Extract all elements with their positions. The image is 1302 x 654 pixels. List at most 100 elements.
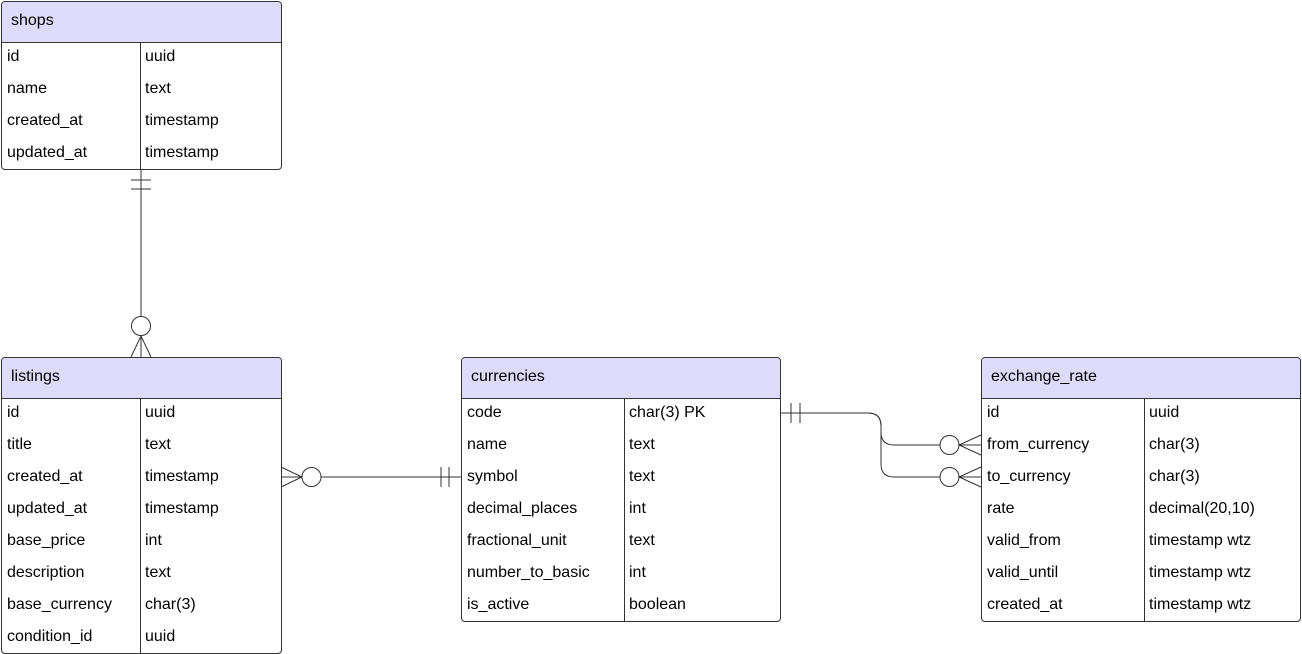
- field-row[interactable]: name text: [2, 75, 281, 107]
- relationship-currencies-listings[interactable]: [280, 466, 461, 488]
- field-name: id: [7, 48, 20, 65]
- field-name: description: [7, 564, 85, 581]
- field-row[interactable]: decimal_places int: [462, 495, 780, 527]
- field-type: text: [629, 532, 655, 549]
- field-type: text: [629, 468, 655, 485]
- entity-shops[interactable]: shops id uuid name text created_at timestam…: [1, 1, 282, 170]
- field-row[interactable]: code char(3) PK: [462, 399, 780, 431]
- field-name: fractional_unit: [467, 532, 567, 549]
- field-name: id: [7, 404, 20, 421]
- field-row[interactable]: created_at timestamp: [2, 463, 281, 495]
- field-name: symbol: [467, 468, 518, 485]
- field-type: text: [145, 436, 171, 453]
- field-row[interactable]: to_currency char(3): [982, 463, 1300, 495]
- field-row[interactable]: id uuid: [2, 399, 281, 431]
- field-name: valid_until: [987, 564, 1059, 581]
- field-row[interactable]: base_price int: [2, 527, 281, 559]
- field-row[interactable]: name text: [462, 431, 780, 463]
- field-name: name: [7, 80, 48, 97]
- relationship-shops-listings[interactable]: [130, 169, 152, 358]
- entity-currencies[interactable]: currencies code char(3) PK name text symbo…: [461, 357, 781, 622]
- field-row[interactable]: base_currency char(3): [2, 591, 281, 623]
- field-type: boolean: [629, 596, 686, 613]
- field-row[interactable]: id uuid: [2, 43, 281, 75]
- field-type: uuid: [145, 628, 176, 645]
- field-name: created_at: [7, 468, 83, 485]
- field-type: uuid: [1149, 404, 1180, 421]
- field-type: int: [145, 532, 162, 549]
- field-type: int: [629, 500, 646, 517]
- field-row[interactable]: created_at timestamp: [2, 107, 281, 139]
- field-type: timestamp: [145, 112, 219, 129]
- field-type: text: [629, 436, 655, 453]
- field-name: base_price: [7, 532, 86, 549]
- field-row[interactable]: from_currency char(3): [982, 431, 1300, 463]
- entity-title: shops: [2, 2, 281, 43]
- field-name: rate: [987, 500, 1015, 517]
- field-row[interactable]: symbol text: [462, 463, 780, 495]
- field-name: id: [987, 404, 1000, 421]
- field-type: text: [145, 564, 171, 581]
- field-name: title: [7, 436, 32, 453]
- field-name: created_at: [987, 596, 1063, 613]
- field-type: timestamp: [145, 144, 219, 161]
- field-type: decimal(20,10): [1149, 500, 1255, 517]
- field-row[interactable]: rate decimal(20,10): [982, 495, 1300, 527]
- field-name: condition_id: [7, 628, 93, 645]
- field-type: timestamp: [145, 500, 219, 517]
- zero-circle-icon: [939, 467, 960, 487]
- field-row[interactable]: fractional_unit text: [462, 527, 780, 559]
- entity-exchange-rate[interactable]: exchange_rate id uuid from_currency char(3…: [981, 357, 1301, 622]
- field-row[interactable]: valid_from timestamp wtz: [982, 527, 1300, 559]
- field-name: name: [467, 436, 508, 453]
- field-name: updated_at: [7, 500, 88, 517]
- field-type: timestamp: [145, 468, 219, 485]
- field-type: char(3): [1149, 436, 1200, 453]
- field-name: base_currency: [7, 596, 112, 613]
- field-row[interactable]: updated_at timestamp: [2, 495, 281, 527]
- field-name: decimal_places: [467, 500, 578, 517]
- field-row[interactable]: id uuid: [982, 399, 1300, 431]
- field-name: code: [467, 404, 502, 421]
- field-name: to_currency: [987, 468, 1071, 485]
- field-row[interactable]: condition_id uuid: [2, 623, 281, 653]
- connector-line: [867, 412, 940, 478]
- field-row[interactable]: description text: [2, 559, 281, 591]
- column-divider: [1144, 399, 1145, 621]
- field-row[interactable]: is_active boolean: [462, 591, 780, 621]
- field-row[interactable]: valid_until timestamp wtz: [982, 559, 1300, 591]
- relationship-currencies-exchange-rate-to[interactable]: [867, 412, 982, 488]
- connector-line: [781, 412, 940, 446]
- column-divider: [140, 399, 141, 653]
- field-type: text: [145, 80, 171, 97]
- entity-title: listings: [2, 358, 281, 399]
- zero-circle-icon: [939, 435, 960, 455]
- field-row[interactable]: title text: [2, 431, 281, 463]
- field-name: number_to_basic: [467, 564, 590, 581]
- field-name: valid_from: [987, 532, 1061, 549]
- zero-circle-icon: [131, 316, 151, 336]
- field-type: char(3) PK: [629, 404, 706, 421]
- column-divider: [624, 399, 625, 621]
- entity-title: currencies: [462, 358, 780, 399]
- field-type: uuid: [145, 404, 176, 421]
- field-type: timestamp wtz: [1149, 596, 1252, 613]
- column-divider: [140, 43, 141, 169]
- field-row[interactable]: created_at timestamp wtz: [982, 591, 1300, 621]
- field-row[interactable]: updated_at timestamp: [2, 139, 281, 169]
- field-type: uuid: [145, 48, 176, 65]
- field-name: updated_at: [7, 144, 88, 161]
- field-type: timestamp wtz: [1149, 532, 1252, 549]
- field-type: char(3): [1149, 468, 1200, 485]
- field-name: from_currency: [987, 436, 1090, 453]
- entity-title: exchange_rate: [982, 358, 1300, 399]
- field-name: created_at: [7, 112, 83, 129]
- field-type: int: [629, 564, 646, 581]
- field-type: char(3): [145, 596, 196, 613]
- zero-circle-icon: [301, 467, 322, 487]
- field-row[interactable]: number_to_basic int: [462, 559, 780, 591]
- field-name: is_active: [467, 596, 530, 613]
- field-type: timestamp wtz: [1149, 564, 1252, 581]
